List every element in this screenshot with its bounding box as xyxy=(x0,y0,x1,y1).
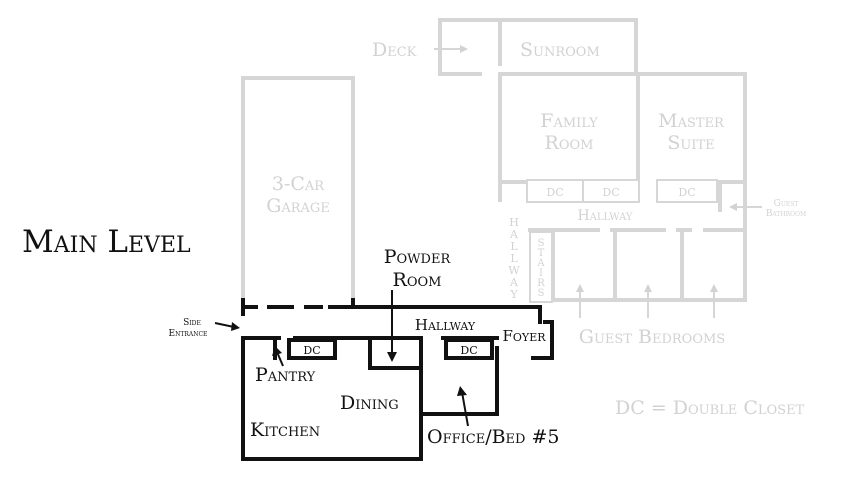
pantry-label: Pantry xyxy=(255,364,316,386)
hallway-vertical-label: H A L L W A Y xyxy=(508,216,520,301)
closet-label-family-2: DC xyxy=(602,186,619,199)
kitchen-label: Kitchen xyxy=(250,419,320,441)
stairs-letter: T xyxy=(538,248,545,259)
stairs-letter: S xyxy=(538,288,545,299)
stairs-letter: S xyxy=(538,238,545,249)
office-label: Office/Bed #5 xyxy=(427,426,560,448)
hallway-vertical-letter: L xyxy=(510,240,518,253)
side-entrance-label-line2: Entrance xyxy=(169,329,208,339)
closet-label-master: DC xyxy=(678,186,695,199)
stairs-letter: I xyxy=(539,268,543,279)
stairs-letter: A xyxy=(536,258,545,269)
deck-label: Deck xyxy=(372,39,417,61)
hallway-main-label: Hallway xyxy=(415,316,476,334)
hallway-vertical-letter: W xyxy=(508,264,520,277)
powder-room-label-line2: Room xyxy=(393,269,442,291)
guest-bedrooms-label: Guest Bedrooms xyxy=(579,326,725,348)
side-entrance-label-line1: Side xyxy=(183,318,201,328)
labels: Main Level DC = Double Closet Deck Sunro… xyxy=(22,39,806,448)
master-suite-label-line2: Suite xyxy=(667,132,714,154)
garage-label-line1: 3-Car xyxy=(272,173,325,195)
powder-room-label-line1: Powder xyxy=(384,246,452,268)
hallway-vertical-letter: L xyxy=(510,252,518,265)
dining-label: Dining xyxy=(340,392,399,414)
closet-label-foyer: DC xyxy=(460,344,477,357)
family-room-label-line2: Room xyxy=(545,132,594,154)
guest-bathroom-label-line2: Bathroom xyxy=(766,209,806,219)
master-suite-label-line1: Master xyxy=(658,110,725,132)
stairs-label: S T A I R S xyxy=(536,238,545,299)
hallway-vertical-letter: A xyxy=(509,228,519,241)
foyer-label: Foyer xyxy=(503,327,547,345)
stairs-letter: R xyxy=(537,278,545,289)
hallway-vertical-letter: Y xyxy=(509,288,518,301)
hallway-vertical-letter: H xyxy=(509,216,519,229)
legend-text: DC = Double Closet xyxy=(615,397,805,419)
main-level-walls xyxy=(214,290,554,461)
closet-label-family-1: DC xyxy=(546,186,563,199)
hallway-upper-label: Hallway xyxy=(577,208,632,224)
guest-bathroom-label-line1: Guest xyxy=(774,199,799,209)
garage-label-line2: Garage xyxy=(266,195,330,217)
floor-plan-title: Main Level xyxy=(22,224,191,260)
sunroom-label: Sunroom xyxy=(520,39,600,61)
hallway-vertical-letter: A xyxy=(509,276,519,289)
closet-label-pantry: DC xyxy=(303,344,320,357)
family-room-label-line1: Family xyxy=(540,110,598,132)
faded-walls xyxy=(241,18,762,318)
